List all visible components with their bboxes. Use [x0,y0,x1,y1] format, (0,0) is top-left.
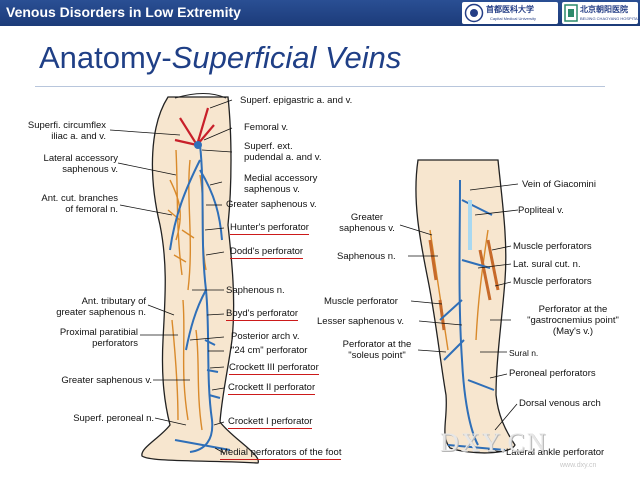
right-figure-leader-lines [399,183,519,453]
header-banner: Venous Disorders in Low Extremity 首都医科大学… [0,0,640,26]
title-divider [35,86,605,87]
label-superf-peroneal: Superf. peroneal n. [73,413,154,424]
label-soleus-point-perforator: Perforator at the"soleus point" [342,339,412,361]
university-seal-icon [464,3,484,23]
hospital-logo: 北京朝阳医院 BEIJING CHAOYANG HOSPITAL [562,2,640,24]
label-medial-perforators-foot: Medial perforators of the foot [220,447,342,460]
right-leg-muscle-perforators [428,239,500,331]
label-lesser-saphenous-v: Lesser saphenous v. [317,316,404,327]
label-vein-of-giacomini: Vein of Giacomini [522,179,596,190]
left-leg-arteries [174,107,215,147]
university-logo-subtext: Capital Medical University [490,16,537,21]
label-saphenous-n-right: Saphenous n. [337,251,396,262]
right-leg-veins [439,179,506,451]
label-peroneal-perforators: Peroneal perforators [509,368,596,379]
slide-title-italic: Superficial Veins [171,40,402,75]
label-greater-saphenous-v: Greater saphenous v. [226,199,317,210]
watermark-subtext: www.dxy.cn [560,462,597,469]
label-popliteal-v: Popliteal v. [518,205,564,216]
label-muscle-perforators-2: Muscle perforators [513,276,592,287]
label-superf-ext-pudendal: Superf. ext.pudendal a. and v. [244,141,322,163]
label-sural-n: Sural n. [509,348,539,358]
hospital-logo-subtext: BEIJING CHAOYANG HOSPITAL [580,16,640,21]
label-crockett-ii: Crockett II perforator [228,382,316,395]
slide-title-plain: Anatomy- [39,40,172,75]
label-crockett-i: Crockett I perforator [228,416,313,429]
label-boyds-perforator: Boyd's perforator [226,308,299,321]
label-posterior-arch-v: Posterior arch v. [231,331,300,342]
label-dorsal-venous-arch: Dorsal venous arch [519,398,601,409]
label-femoral-v: Femoral v. [244,122,289,133]
label-muscle-perforators-1: Muscle perforators [513,241,592,252]
label-hunters-perforator: Hunter's perforator [230,222,309,235]
left-leg-drawing [141,93,259,464]
label-dodds-perforator: Dodd's perforator [230,246,304,259]
label-lateral-ankle-perforator: Lateral ankle perforator [506,447,605,458]
slide-title: Anatomy-Superficial Veins [39,40,401,76]
label-superf-epigastric: Superf. epigastric a. and v. [240,95,353,106]
label-muscle-perforator: Muscle perforator [324,296,398,307]
label-crockett-iii: Crockett III perforator [229,362,319,375]
university-logo-text: 首都医科大学 [486,5,534,14]
label-saphenous-n-left: Saphenous n. [226,285,285,296]
watermark: DXY.CN [440,428,548,457]
hospital-logo-text: 北京朝阳医院 [580,5,628,14]
right-leg-drawing [415,159,516,454]
header-title: Venous Disorders in Low Extremity [6,4,241,20]
label-24cm-perforator: "24 cm" perforator [231,345,308,356]
hospital-emblem-icon [564,4,578,22]
left-leg-veins [169,144,231,453]
label-lat-sural-cut-n: Lat. sural cut. n. [513,259,581,270]
label-greater-saphenous-left: Greater saphenous v. [61,375,152,386]
label-gastrocnemius-point-perforator: Perforator at the"gastrocnemius point"(M… [527,304,619,337]
left-figure-leader-lines [109,99,233,454]
university-logo: 首都医科大学 Capital Medical University [462,2,558,24]
